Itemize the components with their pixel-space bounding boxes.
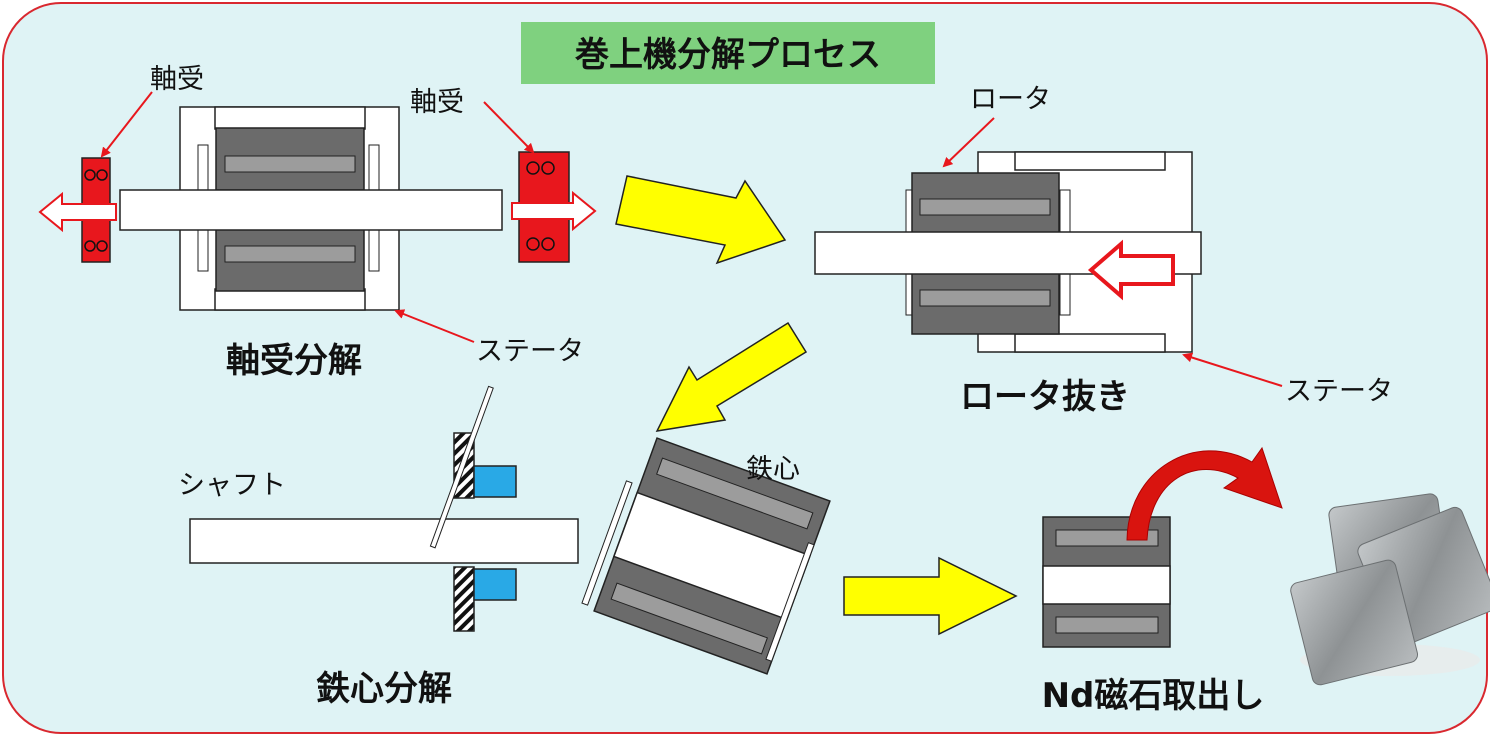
- label-shaft: シャフト: [178, 470, 286, 501]
- nd-magnets-photo: [1290, 493, 1490, 686]
- shaft: [119, 189, 503, 231]
- outward-arrow-right: [511, 190, 597, 232]
- pointer-stator-2: [1182, 352, 1283, 387]
- outward-arrow-left: [38, 191, 117, 233]
- hatched-plate-bottom: [453, 566, 475, 632]
- pull-arrow: [1087, 239, 1175, 301]
- flow-arrow-3: [843, 556, 1018, 636]
- sleeve-top: [473, 465, 517, 498]
- label-bearing-right: 軸受: [410, 87, 464, 118]
- end-plate-right: [765, 542, 815, 662]
- title-box: [521, 22, 935, 84]
- label-stator-1: ステータ: [476, 336, 584, 367]
- pointer-rotor: [942, 117, 995, 168]
- pointer-bearing-left: [100, 91, 153, 158]
- flow-arrow-1: [615, 175, 787, 265]
- motor-assembly: [119, 106, 503, 311]
- pointer-stator-1: [394, 309, 475, 343]
- core-segment: [1042, 516, 1171, 648]
- end-plate-left: [581, 480, 633, 606]
- label-core: 鉄心: [746, 454, 800, 485]
- sleeve-bottom: [473, 568, 517, 601]
- step-rotor-removal: ロータ抜き: [960, 377, 1130, 417]
- extract-arrow: [1126, 446, 1283, 541]
- diagram-title: 巻上機分解プロセス: [575, 35, 881, 75]
- flow-arrow-2: [655, 321, 808, 432]
- iron-core-tilted: [429, 385, 831, 675]
- label-stator-2: ステータ: [1285, 376, 1393, 407]
- label-bearing-left: 軸受: [150, 64, 204, 95]
- step-magnet-extraction: Nd磁石取出し: [1042, 676, 1265, 716]
- rotor: [911, 172, 1060, 335]
- shaft-3: [189, 518, 579, 564]
- pointer-bearing-right: [483, 101, 535, 154]
- step-core-disassembly: 鉄心分解: [316, 669, 452, 709]
- label-rotor: ロータ: [970, 84, 1051, 115]
- step-bearing-disassembly: 軸受分解: [226, 341, 362, 381]
